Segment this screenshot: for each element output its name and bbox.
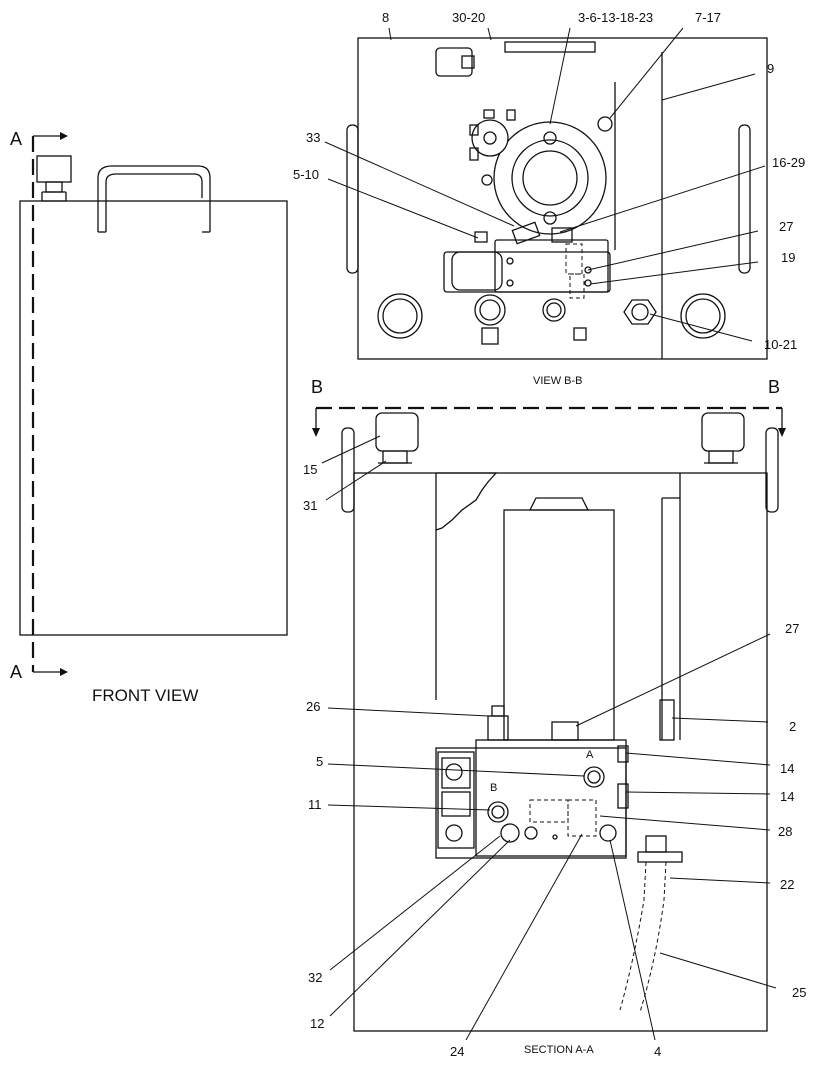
- valve-block: [435, 747, 627, 859]
- callout-16-29: 16-29: [772, 155, 805, 170]
- callout-9: 9: [767, 61, 774, 76]
- callout-27-mid: 27: [785, 621, 799, 636]
- callout-28: 28: [778, 824, 792, 839]
- section-body: [353, 472, 768, 1032]
- callout-3-6-13-18-23: 3-6-13-18-23: [578, 10, 653, 25]
- callout-19: 19: [781, 250, 795, 265]
- port-b-label: B: [490, 782, 497, 794]
- view-bb: VIEW B-B: [346, 37, 768, 387]
- callout-27-top: 27: [779, 219, 793, 234]
- callout-11: 11: [308, 797, 322, 812]
- section-label-top: A: [10, 129, 22, 149]
- callout-24: 24: [450, 1044, 464, 1059]
- callout-5-10: 5-10: [293, 167, 319, 182]
- section-label-bottom: A: [10, 662, 22, 682]
- callout-31: 31: [303, 498, 317, 513]
- handle-pipe: [97, 165, 211, 232]
- callout-labels: 8 30-20 3-6-13-18-23 7-17 9 33 5-10 16-2…: [293, 10, 806, 1059]
- motor-housing: [503, 509, 615, 741]
- tank-outline: [19, 200, 288, 636]
- callout-4: 4: [654, 1044, 661, 1059]
- callout-7-17: 7-17: [695, 10, 721, 25]
- callout-22: 22: [780, 877, 794, 892]
- cap-nut: [45, 181, 63, 193]
- callout-8: 8: [382, 10, 389, 25]
- callout-26: 26: [306, 699, 320, 714]
- callout-12: 12: [310, 1016, 324, 1031]
- cut-label-right: B: [768, 377, 780, 397]
- port-a-label: A: [586, 749, 594, 761]
- callout-5: 5: [316, 754, 323, 769]
- callout-33: 33: [306, 130, 320, 145]
- view-bb-caption: VIEW B-B: [533, 375, 583, 387]
- section-aa-caption: SECTION A-A: [524, 1044, 594, 1056]
- filler-cap: [36, 155, 72, 183]
- callout-2: 2: [789, 719, 796, 734]
- callout-25: 25: [792, 985, 806, 1000]
- callout-14-b: 14: [780, 789, 794, 804]
- front-view: A A FRONT VIEW: [10, 129, 288, 705]
- callout-30-20: 30-20: [452, 10, 485, 25]
- motor-circle: [493, 121, 607, 235]
- front-view-caption: FRONT VIEW: [92, 686, 198, 705]
- callout-32: 32: [308, 970, 322, 985]
- callout-10-21: 10-21: [764, 337, 797, 352]
- section-aa: B B A: [311, 377, 786, 1032]
- callout-14-a: 14: [780, 761, 794, 776]
- callout-15: 15: [303, 462, 317, 477]
- cut-label-left: B: [311, 377, 323, 397]
- leader-lines: [321, 27, 777, 1041]
